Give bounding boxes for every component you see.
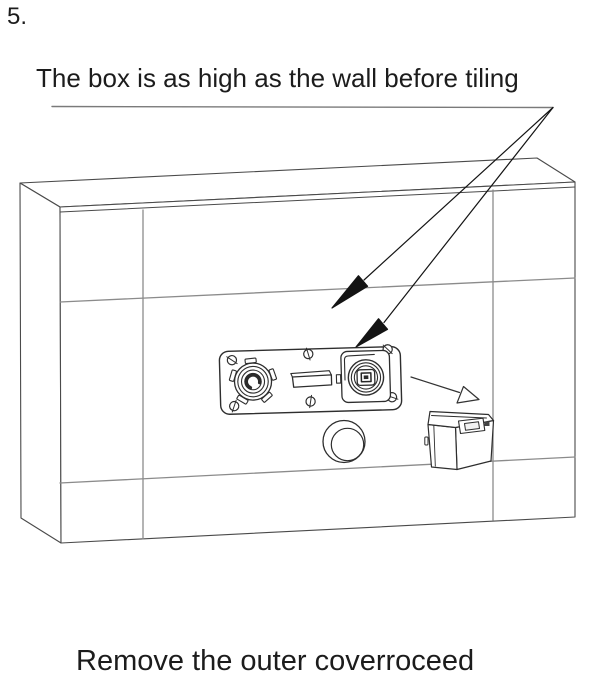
wall-left-face — [19, 182, 62, 544]
fitting-collar — [343, 353, 375, 381]
cable-slot — [290, 370, 333, 388]
remove-direction-arrow — [410, 376, 480, 404]
cover-side-nub — [424, 436, 429, 446]
cover-latch — [484, 421, 490, 426]
callout-arrowhead-box — [355, 318, 389, 348]
callout-label: The box is as high as the wall before ti… — [36, 63, 519, 93]
mounting-plate — [218, 344, 403, 415]
cover-top-slot — [464, 421, 480, 431]
protective-cap — [322, 419, 366, 464]
mounting-screw — [305, 394, 316, 409]
cover-front-face — [427, 423, 458, 471]
tile-line-horizontal-upper — [59, 277, 576, 303]
mounting-screw — [226, 354, 238, 366]
callout-arrows — [331, 106, 554, 348]
caption: Remove the outer coverroceed — [76, 645, 475, 677]
fitting-inner-mark — [363, 375, 369, 380]
outer-cover-box — [424, 410, 495, 471]
mounting-screw — [228, 399, 240, 413]
callout-arrow-line-box — [383, 106, 554, 324]
callout-arrow-line-wall — [363, 106, 554, 281]
callout-arrowhead-wall — [331, 275, 369, 309]
leader-line — [51, 105, 554, 109]
step-number: 5. — [7, 3, 28, 30]
mounting-screw — [303, 347, 314, 361]
left-pipe-fitting — [228, 357, 278, 405]
fitting-bore-shading — [244, 372, 262, 391]
wall-front-top-inner-edge — [59, 186, 576, 213]
right-pipe-fitting — [340, 349, 392, 404]
slot-side-tab — [335, 374, 342, 384]
